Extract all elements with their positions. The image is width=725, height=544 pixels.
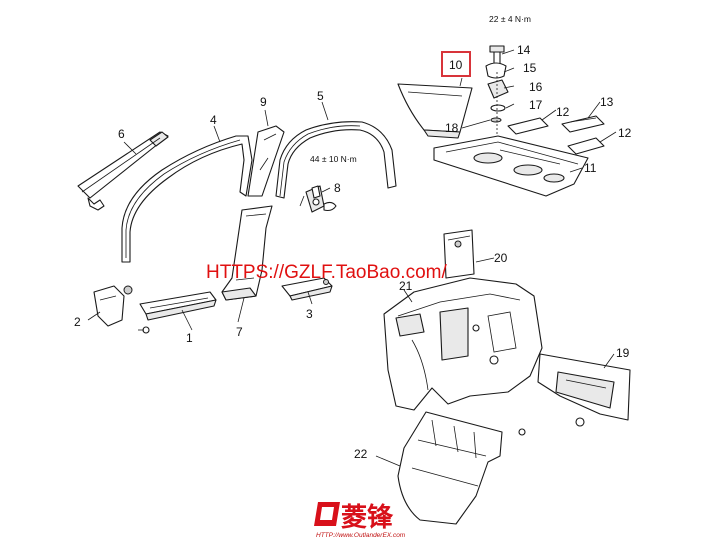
- callout-6: 6: [118, 127, 125, 141]
- callout-5: 5: [317, 89, 324, 103]
- part-7-b-pillar-lower: [221, 205, 273, 301]
- part-3-rear-scuff: [281, 277, 333, 301]
- part-8-belt-anchor: [299, 185, 337, 213]
- callout-2: 2: [74, 315, 81, 329]
- callout-14: 14: [517, 43, 531, 57]
- logo-name: 菱锋: [341, 503, 394, 533]
- callout-17: 17: [529, 98, 543, 112]
- watermark-url: HTTPS://GZLF.TaoBao.com/: [206, 262, 447, 283]
- callout-22: 22: [354, 447, 368, 461]
- callout-9: 9: [260, 95, 267, 109]
- callout-21: 21: [399, 279, 413, 293]
- callout-3: 3: [306, 307, 313, 321]
- part-5-rear-weatherstrip: [275, 121, 397, 199]
- part-1-scuff-plate: [139, 291, 217, 321]
- brand-logo: 菱锋 HTTP://www.OutlanderEX.com: [314, 502, 406, 539]
- callout-11: 11: [584, 161, 597, 175]
- callout-16: 16: [529, 80, 543, 94]
- torque-spec-top: 22 ± 4 N·m: [489, 14, 531, 24]
- part-9-b-pillar-upper: [247, 125, 285, 197]
- callout-7: 7: [236, 325, 243, 339]
- part-21-quarter-trim: [383, 277, 543, 411]
- part-2-kick-panel: [93, 285, 150, 334]
- part-19-storage-lid: [537, 353, 631, 427]
- logo-url: HTTP://www.OutlanderEX.com: [316, 532, 406, 539]
- part-6-a-pillar-trim: [77, 131, 169, 211]
- callout-8: 8: [334, 181, 341, 195]
- part-4-weatherstrip: [121, 135, 253, 263]
- part-10-c-pillar-trim: [397, 83, 473, 139]
- callout-18: 18: [445, 121, 459, 135]
- callout-12b: 12: [618, 126, 632, 140]
- torque-spec-middle: 44 ± 10 N·m: [310, 154, 357, 164]
- callout-4: 4: [210, 113, 217, 127]
- leader-lines: [87, 49, 617, 467]
- callout-1: 1: [186, 331, 193, 345]
- callout-15: 15: [523, 61, 537, 75]
- callout-10: 10: [449, 58, 463, 72]
- hardware-stack-14-18: [485, 45, 509, 160]
- callout-20: 20: [494, 251, 508, 265]
- part-12-13-grilles: [507, 115, 605, 155]
- part-20-panel: [443, 229, 475, 279]
- part-22-support-frame: [397, 411, 526, 525]
- callout-12a: 12: [556, 105, 570, 119]
- callout-13: 13: [600, 95, 614, 109]
- part-11-package-tray: [433, 135, 589, 197]
- callout-19: 19: [616, 346, 630, 360]
- highlight-box: [441, 51, 471, 77]
